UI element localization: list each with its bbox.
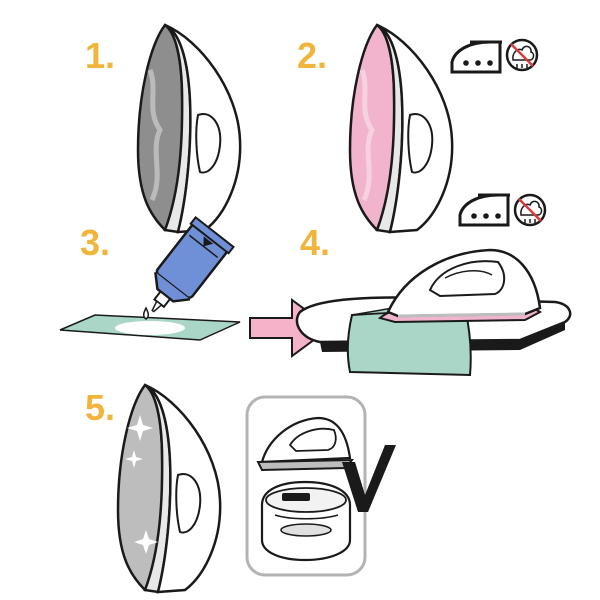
- step-3-drop-icon: [142, 306, 150, 320]
- step-5-clean-iron-icon: [116, 383, 222, 594]
- step-2-no-steam-icon: [505, 38, 539, 72]
- step-1-dirty-iron-icon: [136, 23, 242, 234]
- step-5-sparkle-icons: [125, 415, 158, 554]
- step-4-iron-3-dot-icon: [458, 193, 510, 227]
- step-2-iron-3-dot-icon: [450, 40, 502, 74]
- step-4-number: 4.: [300, 222, 330, 263]
- step-3-cloth-icon: [59, 314, 241, 341]
- step-3-number: 3.: [80, 222, 110, 263]
- step-4-iron-icon: [377, 248, 542, 324]
- step-5-number: 5.: [85, 387, 115, 428]
- step-1-number: 1.: [85, 35, 115, 76]
- step-4-symbols: [458, 193, 547, 227]
- alternative-heat-press-panel: [245, 395, 367, 577]
- step-2-number: 2.: [297, 35, 327, 76]
- step-4-no-steam-icon: [513, 193, 547, 227]
- step-3-cleaner-tube-icon: [151, 215, 235, 313]
- step-2-heating-iron-icon: [348, 23, 454, 234]
- checkmark-icon: [342, 445, 396, 512]
- panel-iron-icon: [256, 416, 355, 472]
- panel-heat-press-icon: [260, 480, 352, 562]
